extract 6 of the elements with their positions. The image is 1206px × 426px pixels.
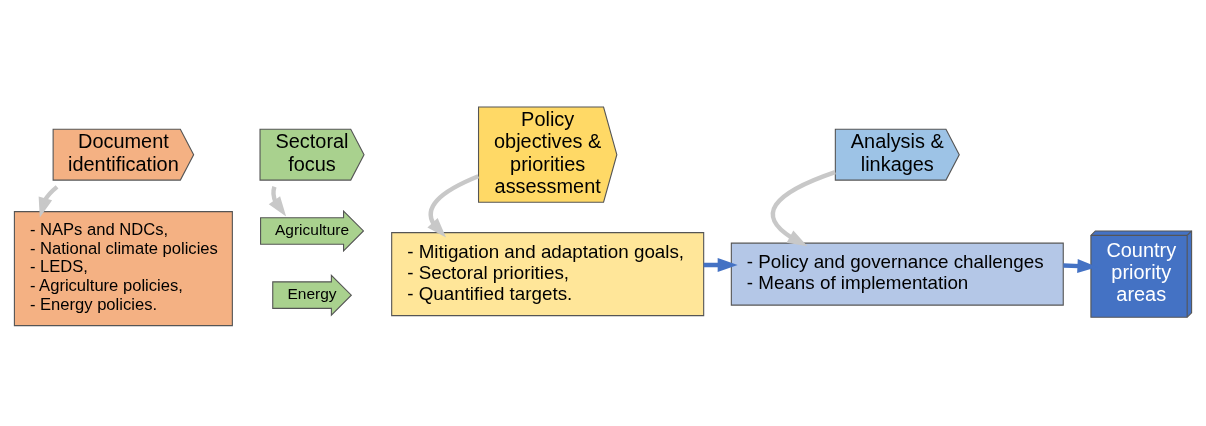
arrow	[427, 174, 480, 238]
arrow	[38, 185, 59, 218]
node-box: - Policy and governance challenges - Means of implementation	[730, 242, 1064, 306]
node-box: - Mitigation and adaptation goals, - Sectoral priorities, - Quantified targets.	[391, 232, 705, 317]
node-box: - NAPs and NDCs, - National climate policies - LEDS, - Agriculture policies, - Energy policies.	[13, 211, 233, 327]
arrow	[770, 170, 836, 247]
